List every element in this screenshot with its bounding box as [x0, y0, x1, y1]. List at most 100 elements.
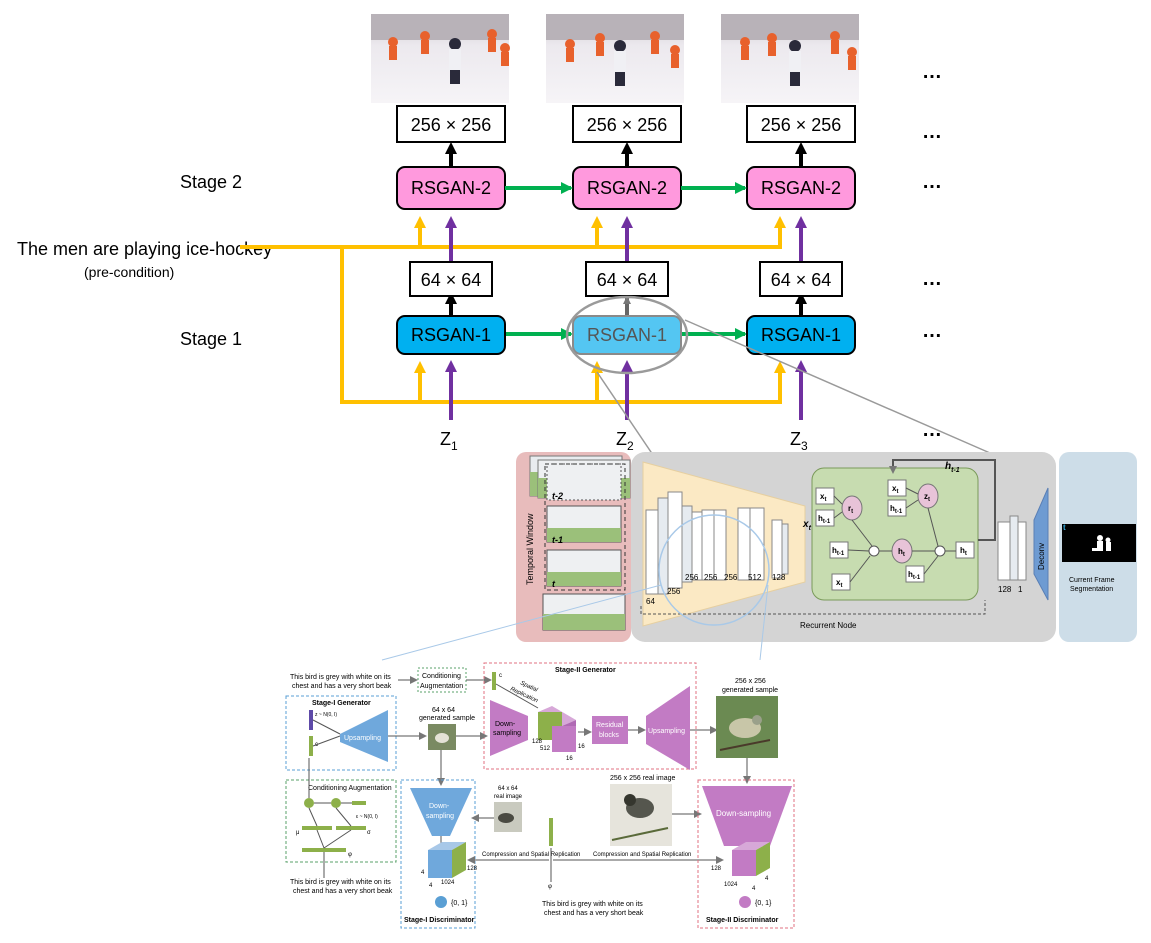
frame-label-t-2: t-2: [552, 491, 563, 501]
mu-label: μ: [296, 830, 300, 836]
noise-z3: Z3: [790, 429, 808, 453]
c-hat-label: c: [499, 673, 502, 679]
output-arrows: [445, 142, 807, 316]
gen64-label-2: generated sample: [419, 715, 475, 722]
dim-4-a: 4: [421, 870, 425, 876]
down-full-label: Down-sampling: [716, 809, 771, 818]
svg-text:ht: ht: [898, 547, 905, 558]
hidden-feedback: [889, 459, 996, 541]
out01-b: {0, 1}: [755, 900, 772, 907]
generated-frame-1: [371, 14, 510, 103]
rsgan1-block-3: RSGAN-1: [746, 315, 856, 355]
down-label-b1: Down-: [429, 803, 450, 810]
cond-aug-box-top: [417, 667, 467, 693]
out01-a: {0, 1}: [451, 900, 468, 907]
svg-text:256: 256: [724, 573, 738, 582]
dim-1024-b: 1024: [724, 882, 738, 888]
bird-text-2a: This bird is grey with white on its: [290, 879, 391, 886]
compress-label-left: Compression and Spatial Replication: [482, 852, 580, 858]
cond-aug-top-2: Augmentation: [420, 683, 463, 690]
output-label-1: Current Frame: [1069, 577, 1115, 584]
temporal-frames: [529, 455, 631, 631]
rsgan2-block-1: RSGAN-2: [396, 166, 506, 210]
generated-256-bird: [716, 696, 778, 758]
zoom-connectors: [596, 319, 991, 456]
dim-16-a: 16: [578, 744, 585, 750]
res256-box-2: 256 × 256: [572, 105, 682, 143]
generated-64-bird: [428, 724, 456, 750]
dim-4-c: 4: [765, 876, 769, 882]
recurrent-arrows: [505, 182, 747, 340]
residual-label-1: Residual: [596, 722, 624, 729]
residual-blocks: [592, 716, 628, 744]
generated-frame-3: [721, 14, 859, 103]
real64-label-2: real image: [494, 794, 523, 800]
gen256-label-1: 256 x 256: [735, 678, 766, 685]
down-label-a1: Down-: [495, 721, 516, 728]
stage2-discriminator-box: [697, 779, 795, 929]
recurrent-node-brace: [640, 600, 986, 615]
sigma-vector: [336, 826, 366, 830]
dim-512: 512: [540, 746, 551, 752]
mu-vector: [302, 826, 332, 830]
stage1-disc-title: Stage-I Discriminator: [404, 917, 475, 924]
stage1-upsampling: [340, 710, 388, 762]
svg-text:xt: xt: [892, 484, 898, 495]
cond-aug-box: [285, 779, 397, 863]
stage1-discriminator-box: [400, 779, 476, 929]
stage2-gen-title: Stage-II Generator: [555, 667, 616, 674]
rsgan2-label: RSGAN-2: [587, 178, 667, 198]
precondition-label: (pre-condition): [84, 264, 174, 280]
output-label-2: Segmentation: [1070, 586, 1113, 593]
dim-4-d: 4: [752, 886, 756, 892]
rsgan1-label: RSGAN-1: [587, 325, 667, 345]
svg-text:ht-1: ht-1: [818, 514, 831, 525]
phi-center-label: φ: [548, 884, 552, 890]
mult-node: [331, 798, 341, 808]
svg-text:256: 256: [704, 573, 718, 582]
res256-label: 256 × 256: [411, 115, 492, 135]
stage1-label: Stage 1: [180, 329, 242, 349]
eps-label: ε ~ N(0, I): [356, 814, 378, 820]
c-vector-stage1: [309, 736, 313, 756]
stage2-disc-downsampling: [702, 786, 792, 846]
spatial-line: [495, 683, 539, 709]
stage1-gen-title: Stage-I Generator: [312, 700, 371, 707]
upsampling-label-2: Upsampling: [648, 728, 685, 735]
svg-text:xt: xt: [836, 578, 842, 589]
res64-label: 64 × 64: [771, 270, 832, 290]
dim-4-b: 4: [429, 883, 433, 889]
res64-label: 64 × 64: [597, 270, 658, 290]
sum-node: [304, 798, 314, 808]
rsgan2-block-3: RSGAN-2: [746, 166, 856, 210]
svg-text:64: 64: [646, 597, 655, 606]
phi-label: φ: [348, 852, 352, 858]
svg-text:256: 256: [667, 587, 681, 596]
frame-label-t-1: t-1: [552, 535, 563, 545]
svg-text:ht-1: ht-1: [908, 570, 921, 581]
dim-128-b: 128: [467, 866, 478, 872]
xt-label: xt: [802, 519, 812, 532]
noise-z1: Z1: [440, 429, 458, 453]
recurrent-node-label: Recurrent Node: [800, 621, 857, 630]
stage2-disc-title: Stage-II Discriminator: [706, 917, 779, 924]
svg-text:…: …: [922, 320, 942, 342]
frame-label-t: t: [552, 579, 556, 589]
deconv-label: Deconv: [1037, 543, 1046, 570]
res256-label: 256 × 256: [587, 115, 668, 135]
real64-label-1: 64 x 64: [498, 786, 518, 792]
gen64-label-1: 64 x 64: [432, 707, 455, 714]
ht1-label: ht-1: [945, 461, 960, 474]
svg-text:512: 512: [748, 573, 762, 582]
zoom-connector-left: [381, 584, 662, 661]
condition-wires: [240, 216, 786, 404]
noise-z2: Z2: [616, 429, 634, 453]
encoder-dims: 64 256 256 256 256 512 128: [646, 573, 786, 606]
rsgan1-block-2: RSGAN-1: [572, 315, 682, 355]
svg-text:Z1: Z1: [440, 429, 458, 453]
compress-label-right: Compression and Spatial Replication: [593, 852, 691, 858]
stage2-disc-output: [739, 896, 751, 908]
res256-label: 256 × 256: [761, 115, 842, 135]
stage2-upsampling: [646, 686, 690, 770]
